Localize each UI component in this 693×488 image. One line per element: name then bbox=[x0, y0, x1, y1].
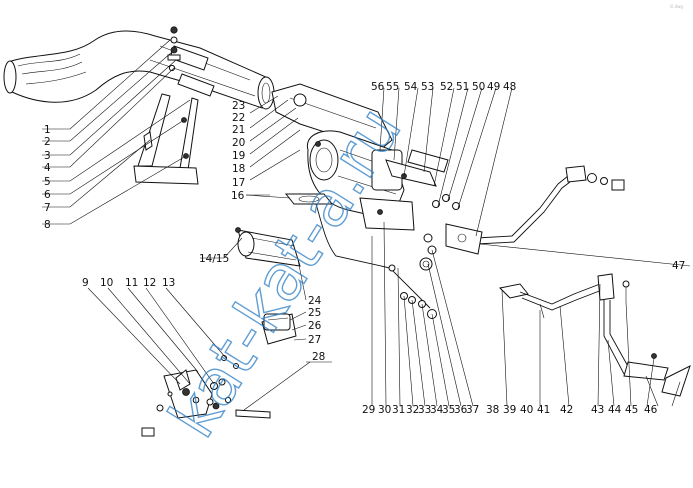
callout-47: 47 bbox=[672, 260, 685, 272]
coolant-hose-assembly bbox=[498, 273, 691, 397]
callout-38: 38 bbox=[486, 404, 499, 416]
callout-45: 45 bbox=[625, 404, 638, 416]
callout-18: 18 bbox=[232, 163, 245, 175]
bracket-assembly bbox=[261, 313, 297, 345]
mounting-bracket bbox=[133, 93, 199, 185]
callout-3: 3 bbox=[44, 150, 51, 162]
callout-46: 46 bbox=[644, 404, 658, 416]
svg-text:kat-kat-a.ru: kat-kat-a.ru bbox=[156, 95, 416, 451]
callout-1: 1 bbox=[44, 124, 51, 136]
oil-return-line bbox=[445, 165, 625, 255]
callout-17: 17 bbox=[232, 177, 245, 189]
callout-52: 52 bbox=[440, 81, 453, 93]
callout-44: 44 bbox=[608, 404, 622, 416]
callout-22: 22 bbox=[232, 112, 245, 124]
turbo-assembly bbox=[271, 83, 449, 231]
callout-55: 55 bbox=[386, 81, 399, 93]
wastegate-actuator bbox=[235, 227, 301, 267]
callout-10: 10 bbox=[100, 277, 113, 289]
callout-19: 19 bbox=[232, 150, 245, 162]
fasteners-top bbox=[167, 26, 181, 72]
callout-48: 48 bbox=[503, 81, 516, 93]
callout-54: 54 bbox=[404, 81, 418, 93]
callout-33: 33 bbox=[418, 404, 431, 416]
callout-2: 2 bbox=[44, 136, 51, 148]
callout-20: 20 bbox=[232, 137, 245, 149]
callout-12: 12 bbox=[143, 277, 156, 289]
callout-35: 35 bbox=[442, 404, 455, 416]
callout-39: 39 bbox=[503, 404, 516, 416]
callout-51: 51 bbox=[456, 81, 469, 93]
callout-25: 25 bbox=[308, 307, 321, 319]
callout-4: 4 bbox=[44, 162, 51, 174]
oil-feed-line bbox=[315, 203, 431, 309]
intake-pipe bbox=[3, 30, 275, 110]
callout-16: 16 bbox=[231, 190, 245, 202]
valve-assembly bbox=[141, 355, 271, 437]
callout-8: 8 bbox=[44, 219, 51, 231]
callout-53: 53 bbox=[421, 81, 434, 93]
leader-lines bbox=[42, 39, 691, 411]
callout-21: 21 bbox=[232, 124, 245, 136]
callout-14-15: 14/15 bbox=[199, 253, 229, 265]
callout-9: 9 bbox=[82, 277, 89, 289]
callout-40: 40 bbox=[520, 404, 533, 416]
callout-28: 28 bbox=[312, 351, 325, 363]
callout-30: 30 bbox=[378, 404, 391, 416]
callout-labels: 1 2 3 4 5 6 7 8 9 10 11 12 13 14/15 16 1… bbox=[44, 81, 685, 416]
callout-43: 43 bbox=[591, 404, 604, 416]
callout-29: 29 bbox=[362, 404, 375, 416]
corner-mark: ill.dwg bbox=[670, 4, 683, 9]
callout-36: 36 bbox=[454, 404, 468, 416]
callout-6: 6 bbox=[44, 189, 51, 201]
callout-41: 41 bbox=[537, 404, 550, 416]
callout-11: 11 bbox=[125, 277, 138, 289]
callout-24: 24 bbox=[308, 295, 322, 307]
callout-50: 50 bbox=[472, 81, 485, 93]
callout-32: 32 bbox=[406, 404, 419, 416]
callout-42: 42 bbox=[560, 404, 573, 416]
callout-49: 49 bbox=[487, 81, 500, 93]
callout-23: 23 bbox=[232, 100, 245, 112]
callout-7: 7 bbox=[44, 202, 51, 214]
callout-34: 34 bbox=[430, 404, 444, 416]
callout-31: 31 bbox=[392, 404, 405, 416]
callout-37: 37 bbox=[466, 404, 479, 416]
callout-13: 13 bbox=[162, 277, 175, 289]
watermark: kat-kat-a.ru bbox=[155, 94, 417, 451]
gasket bbox=[284, 193, 334, 205]
callout-56: 56 bbox=[371, 81, 385, 93]
callout-26: 26 bbox=[308, 320, 322, 332]
callout-27: 27 bbox=[308, 334, 321, 346]
callout-5: 5 bbox=[44, 176, 51, 188]
